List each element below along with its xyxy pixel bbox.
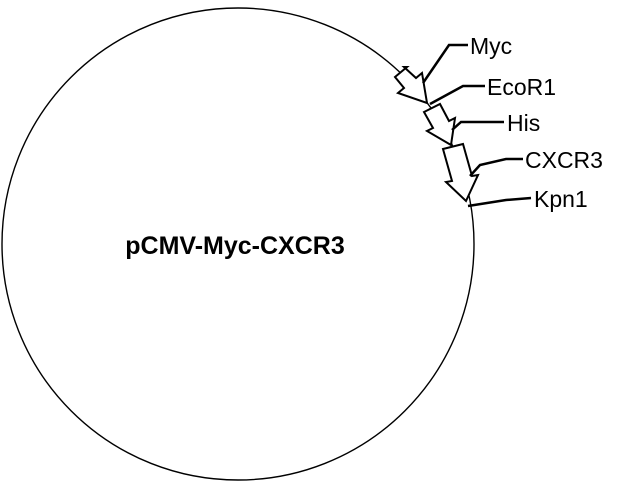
his-feature-arrow bbox=[422, 102, 457, 147]
his-label: His bbox=[507, 110, 540, 136]
myc-feature-arrow bbox=[393, 66, 429, 105]
myc-label: Myc bbox=[470, 33, 512, 59]
myc-leader-line bbox=[421, 43, 468, 84]
cxcr3-label: CXCR3 bbox=[525, 147, 603, 173]
his-leader-line bbox=[451, 120, 504, 131]
plasmid-backbone-circle bbox=[1, 7, 475, 481]
ecor1-label: EcoR1 bbox=[487, 74, 556, 100]
ecor1-leader-line bbox=[429, 84, 485, 106]
kpn1-leader-line bbox=[467, 196, 532, 208]
cxcr3-leader-line bbox=[469, 157, 523, 177]
cxcr3-feature-arrow bbox=[441, 142, 480, 203]
plasmid-title: pCMV-Myc-CXCR3 bbox=[125, 232, 344, 260]
kpn1-label: Kpn1 bbox=[534, 186, 588, 212]
